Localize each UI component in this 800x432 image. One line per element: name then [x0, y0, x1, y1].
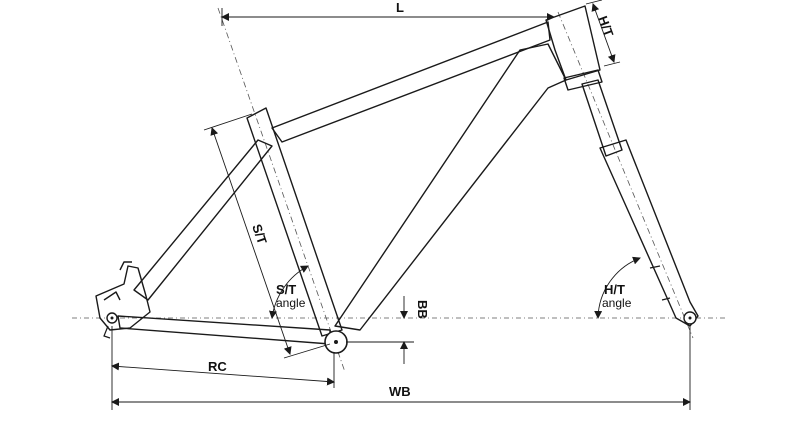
head-tube-angle-label-1: H/T	[604, 282, 625, 297]
top-tube	[271, 21, 551, 143]
seat-tube-angle-label-2: angle	[276, 296, 306, 310]
seat-tube-label: S/T	[249, 222, 270, 246]
seat-tube-angle-label-1: S/T	[276, 282, 296, 297]
head-tube-angle-label-2: angle	[602, 296, 632, 310]
seat-tube-angle-arc	[268, 265, 309, 319]
derailleur-hanger	[103, 325, 111, 339]
seat-tube-axis	[217, 7, 346, 373]
fork-stanchion	[581, 79, 623, 157]
bottom-bracket-center	[334, 340, 338, 344]
steering-axis	[557, 11, 694, 339]
seat-stay	[133, 139, 273, 301]
seat-tube-dimension-line	[210, 127, 292, 355]
head-tube-angle-arc	[594, 256, 641, 319]
fork	[563, 69, 699, 327]
down-tube	[334, 43, 567, 331]
head-tube	[545, 5, 601, 81]
head-tube-label: H/T	[595, 14, 616, 39]
seat-tube	[246, 107, 343, 337]
fork-crown	[563, 69, 603, 91]
rear-center-label: RC	[208, 359, 227, 374]
wheelbase-label: WB	[389, 384, 411, 399]
frame-outline	[95, 5, 601, 345]
bb-drop-label: BB	[415, 300, 430, 319]
reach-label: L	[396, 0, 404, 15]
chain-stay	[117, 315, 331, 345]
head-tube-dimension-line	[591, 3, 616, 63]
rear-dropout	[95, 265, 151, 331]
rear-center-dimension-line	[111, 362, 335, 386]
